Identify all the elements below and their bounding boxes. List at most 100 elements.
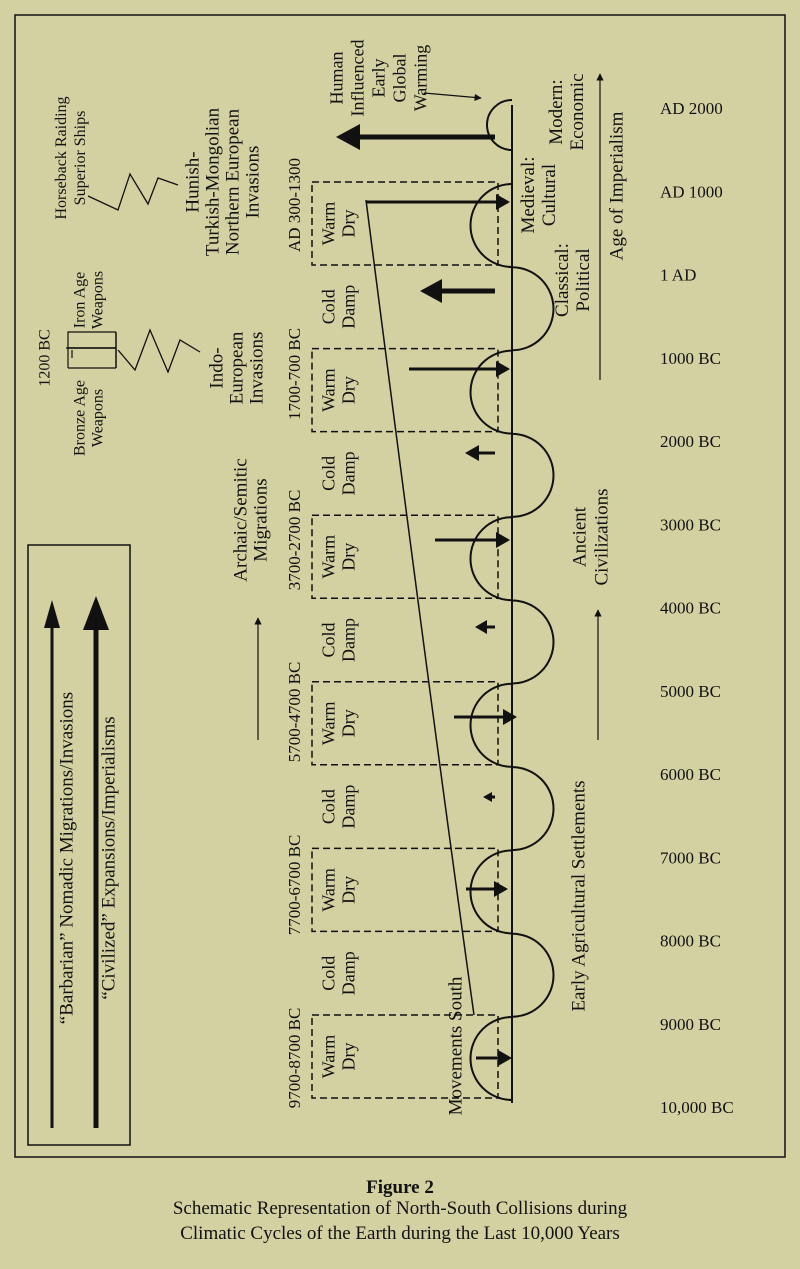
migration-date-1-line-1: 9700-8700 BC	[285, 1008, 304, 1109]
figure-frame	[14, 14, 786, 1158]
expansion-arrow-2-head	[475, 620, 487, 634]
cold-bump	[511, 766, 555, 852]
migration-date-6: AD 300-1300	[285, 158, 304, 252]
warm-dry-label-line-2: Dry	[338, 876, 358, 904]
migration-date-1: 9700-8700 BC	[285, 1008, 304, 1109]
migration-date-6-line-1: AD 300-1300	[285, 158, 304, 252]
figure-caption-line-1: Schematic Representation of North-South …	[172, 1198, 628, 1219]
movements-south-label: Movements South	[446, 976, 467, 1115]
warm-dry-label-line-1: Warm	[318, 535, 338, 579]
cold-damp-label-line-1: Cold	[318, 456, 338, 491]
cold-damp-label-line-2: Damp	[338, 951, 358, 995]
warm-dry-label-line-1: Warm	[318, 1035, 338, 1079]
warm-dry-label-line-2: Dry	[338, 709, 358, 737]
movements-south-label-line-1: Movements South	[446, 976, 467, 1115]
cold-bump	[511, 432, 555, 518]
human-warming-label-line-4: Global	[389, 54, 409, 103]
year-label-13: 10,000 BC	[660, 1098, 734, 1117]
hunish-invasions-label-line-3: Northern European	[223, 108, 244, 255]
warm-period-box	[311, 847, 499, 933]
medieval-label-line-2: Cultural	[539, 164, 560, 226]
cold-damp-label-line-1: Cold	[318, 289, 338, 324]
warm-dry-label-line-2: Dry	[338, 376, 358, 404]
warm-bump	[469, 1016, 513, 1101]
cold-damp-label-line-1: Cold	[318, 789, 338, 824]
year-label-11: 8000 BC	[660, 932, 721, 951]
climate-bumps-group	[469, 99, 555, 1101]
classical-label-line-2: Political	[573, 248, 594, 311]
migration-arrow-5-head	[496, 361, 510, 377]
warm-dry-label-line-1: Warm	[318, 702, 338, 746]
horse-zigzag	[87, 172, 179, 211]
legend-civilized-line-1: “Civilized” Expansions/Imperialisms	[99, 716, 120, 999]
early-agricultural-label-line-1: Early Agricultural Settlements	[569, 780, 590, 1011]
early-agricultural-label: Early Agricultural Settlements	[569, 780, 590, 1011]
horseback-label-line-2: Superior Ships	[72, 111, 89, 206]
expansion-arrow-3-head	[465, 445, 479, 461]
modern-label-line-1: Modern:	[546, 79, 567, 144]
year-label-10: 7000 BC	[660, 848, 721, 867]
migration-date-5: 1700-700 BC	[285, 328, 304, 420]
migration-date-4-line-1: 3700-2700 BC	[285, 490, 304, 591]
iron-age-label-line-1: Iron Age	[72, 272, 89, 328]
hunish-invasions-label-line-1: Hunish-	[183, 151, 204, 212]
modern-bump	[486, 99, 513, 151]
warming-arrow	[423, 92, 482, 102]
iron-age-label-line-2: Weapons	[90, 271, 107, 329]
cold-bump	[511, 266, 555, 352]
cold-bump	[511, 599, 555, 685]
warm-period-box	[311, 1014, 499, 1099]
indo-zigzag	[117, 328, 201, 374]
migration-arrow-3-head	[503, 709, 517, 725]
warm-dry-label-line-1: Warm	[318, 368, 338, 412]
warm-bump	[469, 849, 513, 935]
horseback-label-line-1: Horseback Raiding	[53, 96, 70, 219]
warm-period-box	[311, 181, 499, 266]
cold-damp-label-line-2: Damp	[338, 618, 358, 662]
archaic-migrations-label-line-2: Migrations	[251, 478, 272, 561]
year-label-12: 9000 BC	[660, 1015, 721, 1034]
hunish-invasions-label-line-4: Invasions	[243, 146, 264, 219]
archaic-migrations-label-line-1: Archaic/Semitic	[231, 458, 252, 581]
year-label-8: 5000 BC	[660, 682, 721, 701]
cold-damp-label-line-1: Cold	[318, 956, 338, 991]
migration-arrow-6-head	[496, 194, 510, 210]
migration-date-2: 7700-6700 BC	[285, 835, 304, 936]
warm-period-box	[311, 514, 499, 599]
warm-dry-label-line-2: Dry	[338, 543, 358, 571]
year-label-1: AD 2000	[660, 99, 723, 118]
migration-date-5-line-1: 1700-700 BC	[285, 328, 304, 420]
warm-dry-label-line-2: Dry	[338, 1043, 358, 1071]
movements-south-curve	[365, 199, 475, 1016]
migration-date-4: 3700-2700 BC	[285, 490, 304, 591]
year-label-6: 3000 BC	[660, 515, 721, 534]
medieval-label: Medieval:Cultural	[518, 156, 560, 233]
imperialism-label: Age of Imperialism	[607, 111, 628, 260]
warm-dry-label-line-1: Warm	[318, 868, 338, 912]
warm-dry-label-line-2: Dry	[338, 210, 358, 238]
year-label-3: 1 AD	[660, 265, 696, 284]
migration-date-3-line-1: 5700-4700 BC	[285, 662, 304, 763]
cold-damp-label-line-2: Damp	[338, 785, 358, 829]
year-label-5: 2000 BC	[660, 432, 721, 451]
legend-civilized: “Civilized” Expansions/Imperialisms	[99, 716, 120, 999]
year-label-2: AD 1000	[660, 182, 723, 201]
human-warming-label-line-3: Early	[368, 59, 388, 98]
warm-bump	[469, 349, 513, 435]
modern-label: Modern:Economic	[546, 73, 588, 150]
ancient-label-line-2: Civilizations	[592, 488, 613, 585]
